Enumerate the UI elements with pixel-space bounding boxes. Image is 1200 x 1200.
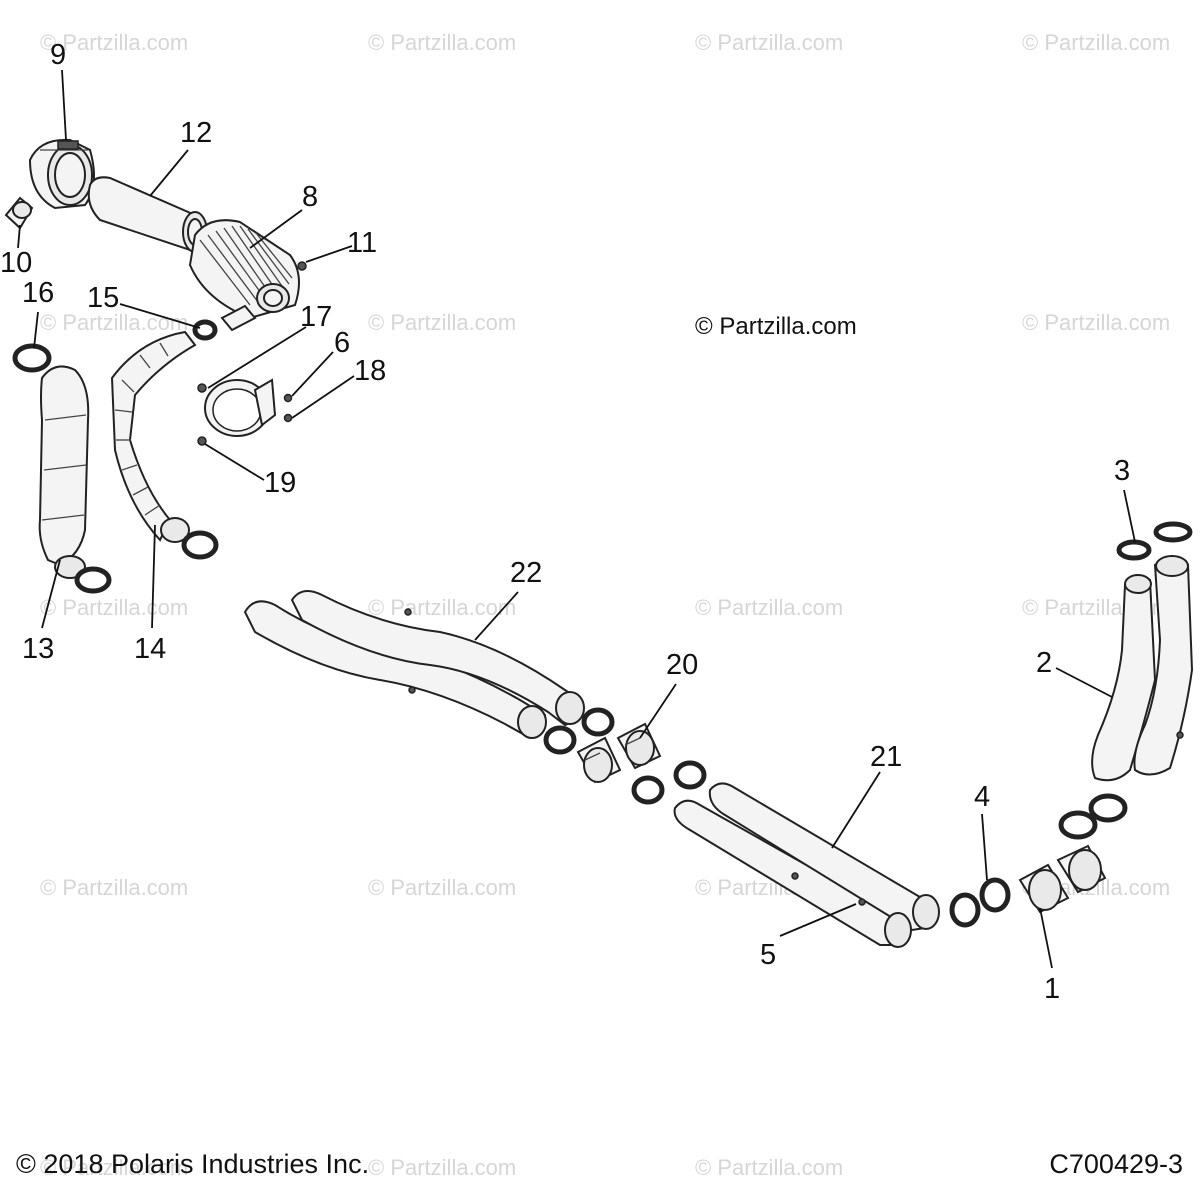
callout-4: 4 — [974, 781, 990, 813]
callout-6: 6 — [334, 327, 350, 359]
leader-lines — [17, 69, 1136, 969]
callout-19: 19 — [264, 467, 296, 499]
callout-10: 10 — [0, 247, 32, 279]
part-14-flex-duct — [110, 330, 219, 560]
part-11-screw — [297, 261, 307, 271]
watermark: © Partzilla.com — [695, 30, 843, 55]
watermark: © Partzilla.com — [40, 30, 188, 55]
part-6-screw — [283, 393, 293, 403]
callout-2: 2 — [1036, 647, 1052, 679]
part-1-coupler — [1018, 844, 1107, 914]
callout-20: 20 — [666, 649, 698, 681]
part-19-screw — [197, 383, 207, 446]
callout-11: 11 — [347, 227, 377, 259]
copyright-text: © 2018 Polaris Industries Inc. — [16, 1149, 369, 1179]
part-9-clamp-housing — [28, 138, 95, 210]
callout-5: 5 — [760, 939, 776, 971]
part-12-air-filter — [87, 176, 208, 253]
partzilla-credit: © Partzilla.com — [695, 313, 857, 340]
callout-1: 1 — [1044, 973, 1060, 1005]
watermark: © Partzilla.com — [40, 1155, 188, 1180]
watermark: © Partzilla.com — [40, 595, 188, 620]
watermark: © Partzilla.com — [695, 1155, 843, 1180]
part-17-bracket — [204, 378, 277, 437]
part-4-clamp — [949, 877, 1011, 928]
callout-14: 14 — [134, 633, 166, 665]
callout-16: 16 — [22, 277, 54, 309]
callout-8: 8 — [302, 181, 318, 213]
part-10-vent-cap — [4, 196, 34, 230]
callout-12: 12 — [180, 117, 212, 149]
part-21-twin-duct — [673, 782, 940, 948]
part-20-clamp-upper — [543, 707, 615, 755]
part-13-duct — [38, 365, 112, 594]
callout-18: 18 — [354, 355, 386, 387]
watermark: © Partzilla.com — [368, 875, 516, 900]
watermark: © Partzilla.com — [368, 1155, 516, 1180]
part-20-coupler — [576, 722, 662, 784]
part-18-screw — [283, 413, 293, 423]
watermark: © Partzilla.com — [368, 310, 516, 335]
callout-labels: 9 12 8 11 10 16 15 17 6 18 19 13 14 22 2… — [0, 39, 1130, 1005]
watermark: © Partzilla.com — [1022, 310, 1170, 335]
part-8-air-box — [188, 219, 300, 332]
part-2-twin-pipe — [1091, 555, 1194, 782]
callout-3: 3 — [1114, 455, 1130, 487]
part-20-clamp-lower — [631, 760, 707, 805]
callout-15: 15 — [87, 282, 119, 314]
watermark: © Partzilla.com — [368, 30, 516, 55]
part-16-clamp — [12, 343, 52, 373]
callout-17: 17 — [300, 301, 332, 333]
watermark: © Partzilla.com — [40, 875, 188, 900]
part-3-clamp — [1116, 521, 1193, 561]
watermark-layer: © Partzilla.com © Partzilla.com © Partzi… — [40, 30, 1170, 1180]
part-1-clamp — [1058, 793, 1128, 840]
part-22-twin-duct — [243, 590, 585, 740]
watermark: © Partzilla.com — [1022, 30, 1170, 55]
callout-21: 21 — [870, 741, 902, 773]
watermark: © Partzilla.com — [695, 595, 843, 620]
watermark: © Partzilla.com — [368, 595, 516, 620]
part-15-clamp — [192, 319, 218, 341]
callout-22: 22 — [510, 557, 542, 589]
callout-13: 13 — [22, 633, 54, 665]
diagram-code: C700429-3 — [1049, 1149, 1183, 1179]
callout-9: 9 — [50, 39, 66, 71]
watermark: © Partzilla.com — [40, 310, 188, 335]
